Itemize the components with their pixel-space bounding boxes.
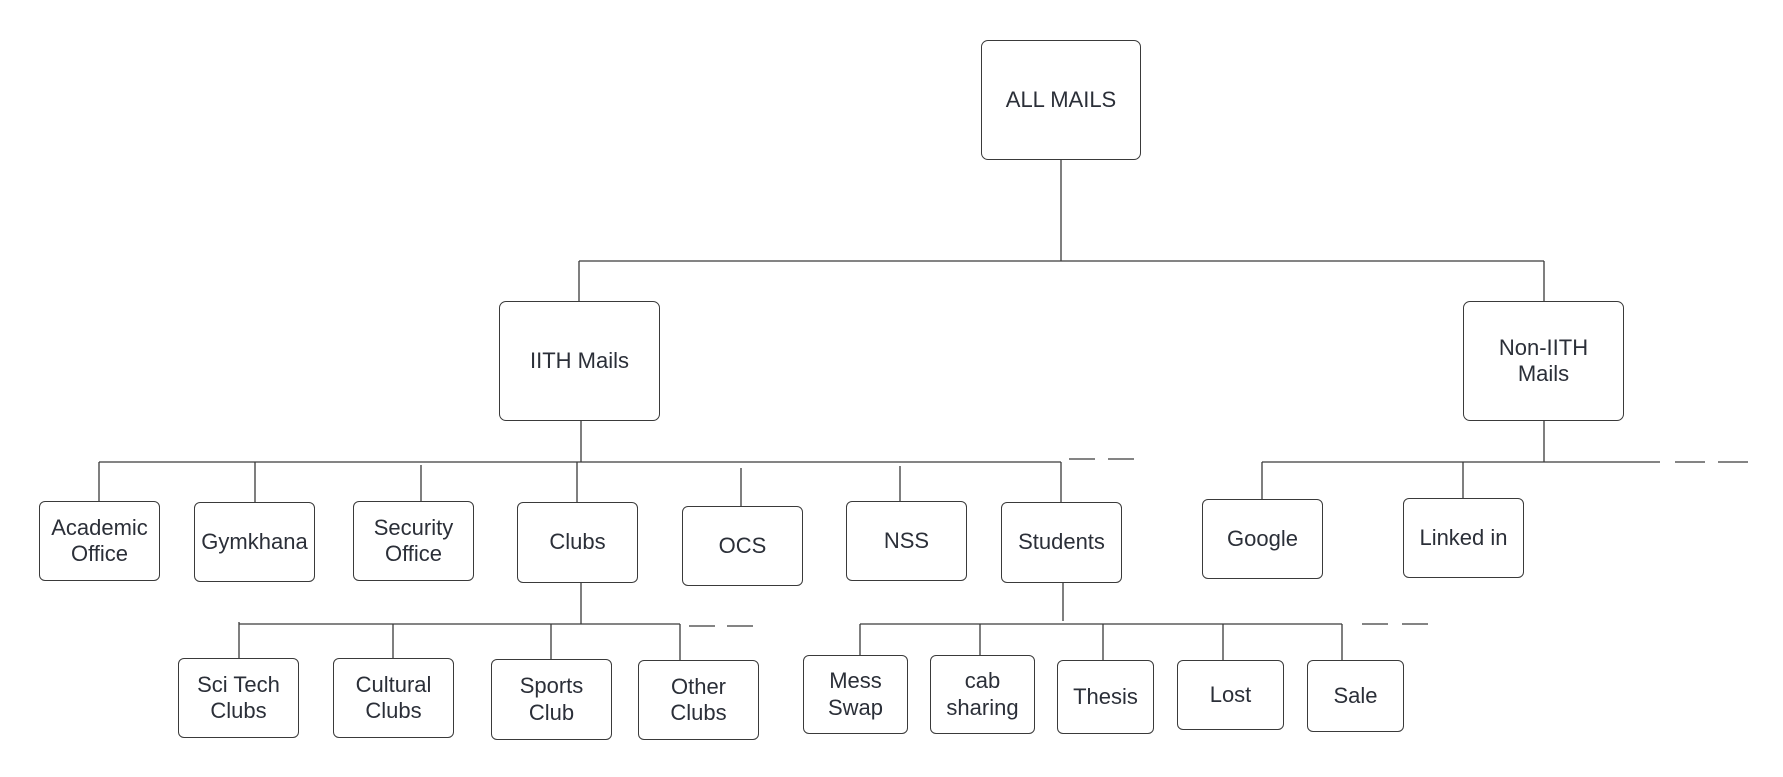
node-cab-sharing: cab sharing xyxy=(930,655,1035,734)
node-sci-tech-clubs: Sci Tech Clubs xyxy=(178,658,299,738)
node-sale: Sale xyxy=(1307,660,1404,732)
node-sports-club: Sports Club xyxy=(491,659,612,740)
node-google: Google xyxy=(1202,499,1323,579)
node-clubs: Clubs xyxy=(517,502,638,583)
node-thesis: Thesis xyxy=(1057,660,1154,734)
node-students: Students xyxy=(1001,502,1122,583)
node-cultural-clubs: Cultural Clubs xyxy=(333,658,454,738)
node-security-office: Security Office xyxy=(353,501,474,581)
node-iith-mails: IITH Mails xyxy=(499,301,660,421)
node-linkedin: Linked in xyxy=(1403,498,1524,578)
node-other-clubs: Other Clubs xyxy=(638,660,759,740)
node-ocs: OCS xyxy=(682,506,803,586)
node-non-iith-mails: Non-IITH Mails xyxy=(1463,301,1624,421)
node-nss: NSS xyxy=(846,501,967,581)
node-gymkhana: Gymkhana xyxy=(194,502,315,582)
node-all-mails: ALL MAILS xyxy=(981,40,1141,160)
node-lost: Lost xyxy=(1177,660,1284,730)
node-mess-swap: Mess Swap xyxy=(803,655,908,734)
node-academic-office: Academic Office xyxy=(39,501,160,581)
